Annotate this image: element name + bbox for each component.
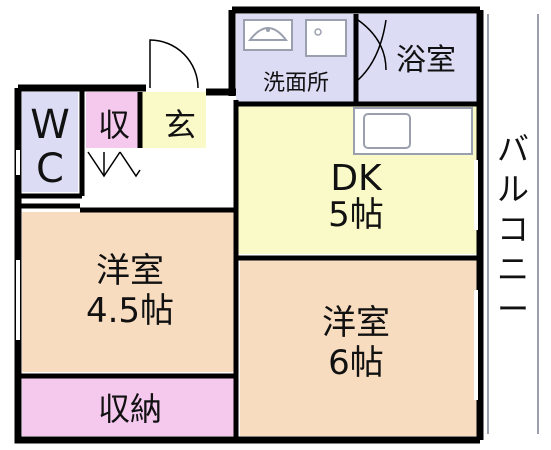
washroom-label: 洗面所	[263, 71, 329, 96]
interior-walls	[18, 14, 478, 438]
western-small-label-top: 洋室	[96, 251, 164, 291]
kitchen-counter-fixture	[353, 107, 473, 155]
western-large-label-bottom: 6帖	[328, 343, 384, 383]
balcony-char: ニ	[497, 250, 529, 288]
wc-room	[22, 92, 78, 192]
entrance-room	[142, 92, 206, 148]
western-small-label-bottom: 4.5帖	[86, 291, 174, 331]
wc-label-bottom: C	[36, 146, 64, 192]
balcony-char: ル	[497, 170, 529, 208]
western-large-room	[240, 258, 478, 436]
balcony-label: バ ル コ ニ ー	[497, 130, 529, 328]
balcony-rail	[487, 14, 539, 434]
storage-small-room	[86, 92, 142, 148]
wall-openings	[16, 150, 478, 400]
bathroom-room	[358, 14, 478, 104]
washing-machine-fixture	[305, 19, 347, 57]
balcony-area	[480, 10, 544, 438]
dk-label-bottom: 5帖	[328, 195, 384, 235]
hall-floor	[80, 148, 235, 208]
bathroom-label: 浴室	[396, 43, 456, 78]
entrance-label: 玄	[164, 106, 196, 144]
closet-label: 収納	[98, 390, 162, 428]
wc-label-top: W	[30, 102, 70, 148]
western-large-label-top: 洋室	[322, 303, 390, 343]
dk-label-top: DK	[330, 158, 383, 199]
exterior-walls	[14, 6, 484, 444]
door-swings	[87, 19, 387, 178]
storage-small-label: 収	[98, 106, 130, 144]
sink-fixture	[243, 19, 293, 51]
balcony-char: コ	[497, 210, 529, 248]
closet-room	[22, 378, 234, 436]
balcony-char: バ	[497, 130, 529, 168]
western-small-room	[22, 212, 234, 372]
balcony-char: ー	[497, 290, 529, 328]
